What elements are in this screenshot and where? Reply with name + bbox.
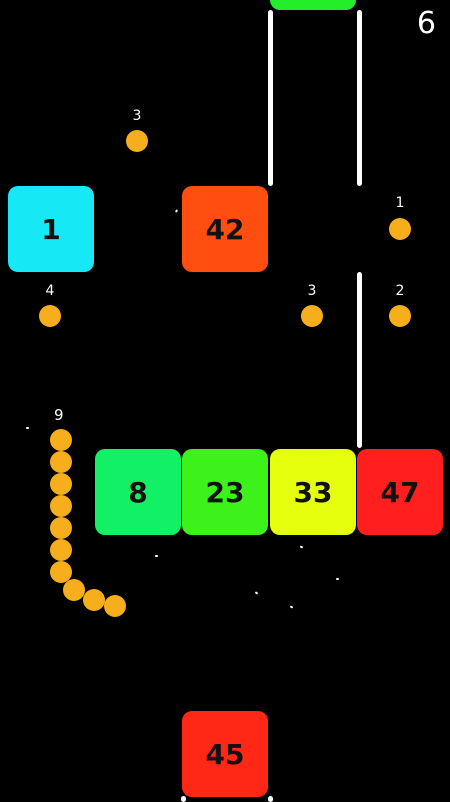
debris-spark: [336, 578, 339, 580]
pellet-label: 3: [307, 283, 317, 299]
snake-segment: [50, 451, 72, 473]
block-47: 47: [357, 449, 443, 535]
pellet-label: 3: [132, 108, 142, 124]
pellet-orb: [301, 305, 323, 327]
block-value: 8: [128, 475, 148, 509]
wall-top-right: [357, 10, 362, 186]
snake-length-label: 9: [54, 406, 64, 424]
wall-bottom-left-stub: [181, 796, 186, 802]
block-33: 33: [270, 449, 356, 535]
debris-spark: [174, 209, 179, 213]
block-top-partial: [270, 0, 356, 10]
pellet-orb: [389, 218, 411, 240]
block-value: 33: [293, 475, 333, 509]
pellet-orb: [389, 305, 411, 327]
score-display: 6: [416, 6, 436, 41]
block-42: 42: [182, 186, 268, 272]
snake-segment: [63, 579, 85, 601]
pellet-orb: [39, 305, 61, 327]
snake-head: [50, 429, 72, 451]
block-1: 1: [8, 186, 94, 272]
block-value: 1: [41, 212, 61, 246]
block-value: 42: [205, 212, 245, 246]
wall-bottom-right-stub: [268, 796, 273, 802]
block-value: 45: [205, 737, 245, 771]
block-8: 8: [95, 449, 181, 535]
snake-segment: [50, 561, 72, 583]
pellet-label: 4: [45, 283, 55, 299]
debris-spark: [26, 427, 29, 429]
block-23: 23: [182, 449, 268, 535]
wall-top-left: [268, 10, 273, 186]
block-value: 47: [380, 475, 420, 509]
snake-segment: [50, 495, 72, 517]
wall-middle: [357, 272, 362, 448]
debris-spark: [254, 591, 259, 595]
snake-segment: [50, 517, 72, 539]
pellet-orb: [126, 130, 148, 152]
block-45: 45: [182, 711, 268, 797]
block-value: 23: [205, 475, 245, 509]
pellet-label: 1: [395, 195, 405, 211]
snake-segment: [104, 595, 126, 617]
snake-segment: [83, 589, 105, 611]
debris-spark: [155, 555, 158, 557]
debris-spark: [289, 605, 294, 609]
pellet-label: 2: [395, 283, 405, 299]
snake-segment: [50, 473, 72, 495]
debris-spark: [299, 545, 304, 549]
snake-segment: [50, 539, 72, 561]
